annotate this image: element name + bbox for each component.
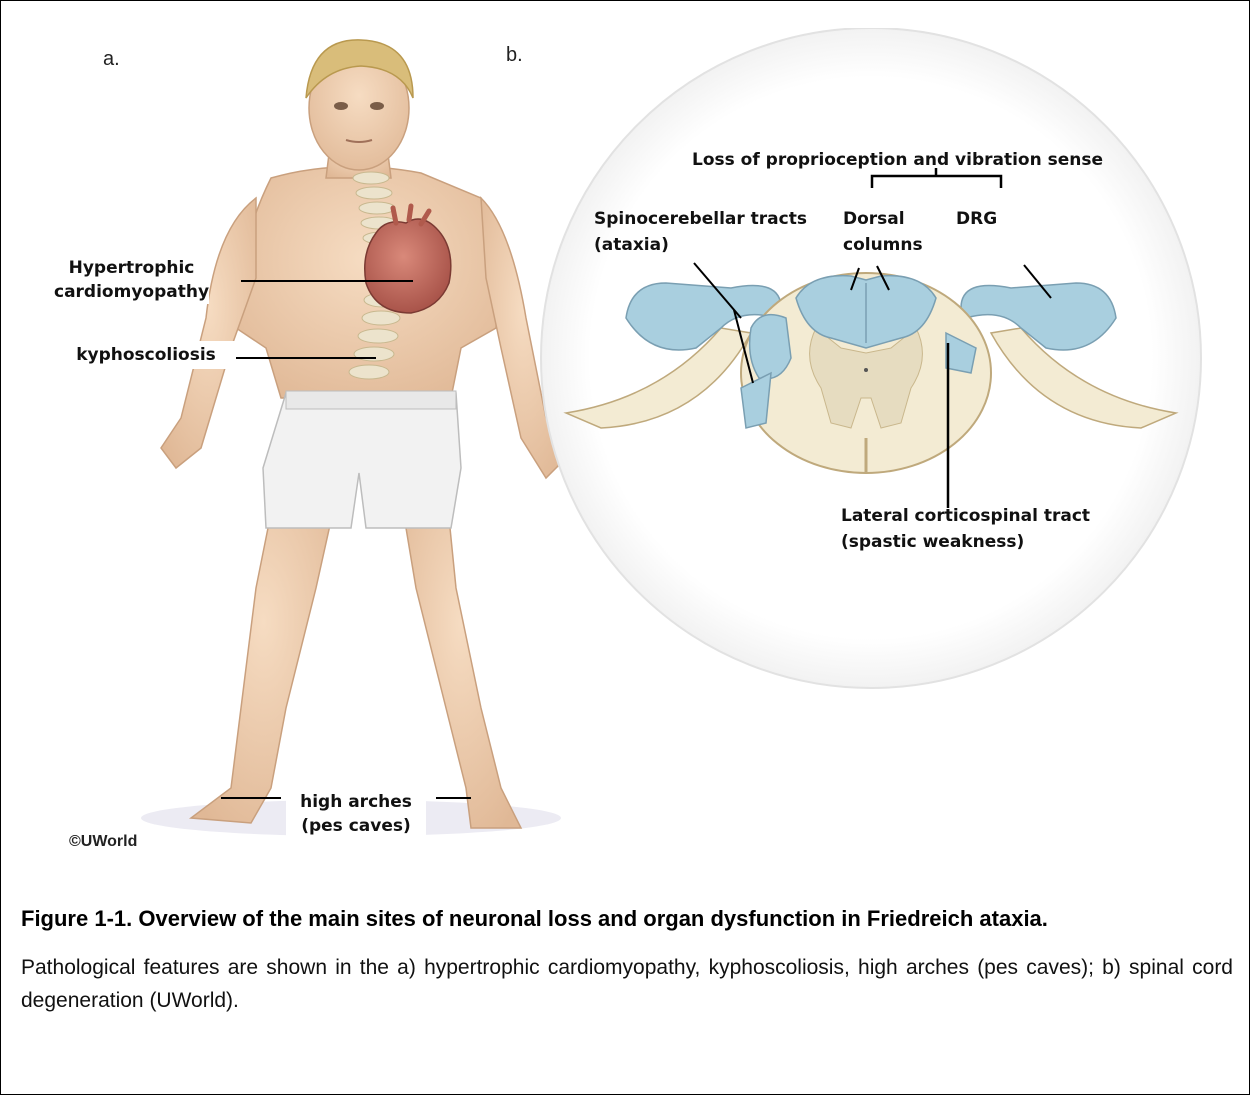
lateral-corticospinal-label: Lateral corticospinal tract (spastic wea… xyxy=(841,503,1090,555)
figure-caption-body: Pathological features are shown in the a… xyxy=(21,951,1233,1017)
dorsal-columns-label-line1: Dorsal xyxy=(843,206,923,232)
human-figure xyxy=(141,40,566,836)
high-arches-label: high arches (pes caves) xyxy=(286,790,426,838)
figure-image: a. b. Hypertrophic cardiomyopathy kyphos… xyxy=(41,28,1241,858)
lateral-corticospinal-label-line2: (spastic weakness) xyxy=(841,529,1090,555)
dorsal-columns-label: Dorsal columns xyxy=(843,206,923,258)
cardiomyopathy-label-line1: Hypertrophic xyxy=(54,256,209,280)
high-arches-label-line2: (pes caves) xyxy=(286,814,426,838)
panel-a-letter: a. xyxy=(103,48,120,71)
spinal-cord-diagram xyxy=(541,28,1201,688)
copyright-text: ©UWorld xyxy=(69,833,137,851)
drg-label: DRG xyxy=(956,206,997,232)
heart-illustration xyxy=(365,219,451,313)
spinocerebellar-label-line1: Spinocerebellar tracts xyxy=(594,206,807,232)
spinocerebellar-label-line2: (ataxia) xyxy=(594,232,807,258)
panel-b-letter: b. xyxy=(506,44,523,67)
spinocerebellar-label: Spinocerebellar tracts (ataxia) xyxy=(594,206,807,258)
dorsal-columns-label-line2: columns xyxy=(843,232,923,258)
cardiomyopathy-label-line2: cardiomyopathy xyxy=(54,280,209,304)
figure-caption-title: Figure 1-1. Overview of the main sites o… xyxy=(21,906,1241,932)
loss-title-label: Loss of proprioception and vibration sen… xyxy=(692,147,1103,173)
cardiomyopathy-label: Hypertrophic cardiomyopathy xyxy=(54,256,209,304)
high-arches-label-line1: high arches xyxy=(286,790,426,814)
lateral-corticospinal-label-line1: Lateral corticospinal tract xyxy=(841,503,1090,529)
kyphoscoliosis-label: kyphoscoliosis xyxy=(56,341,236,369)
